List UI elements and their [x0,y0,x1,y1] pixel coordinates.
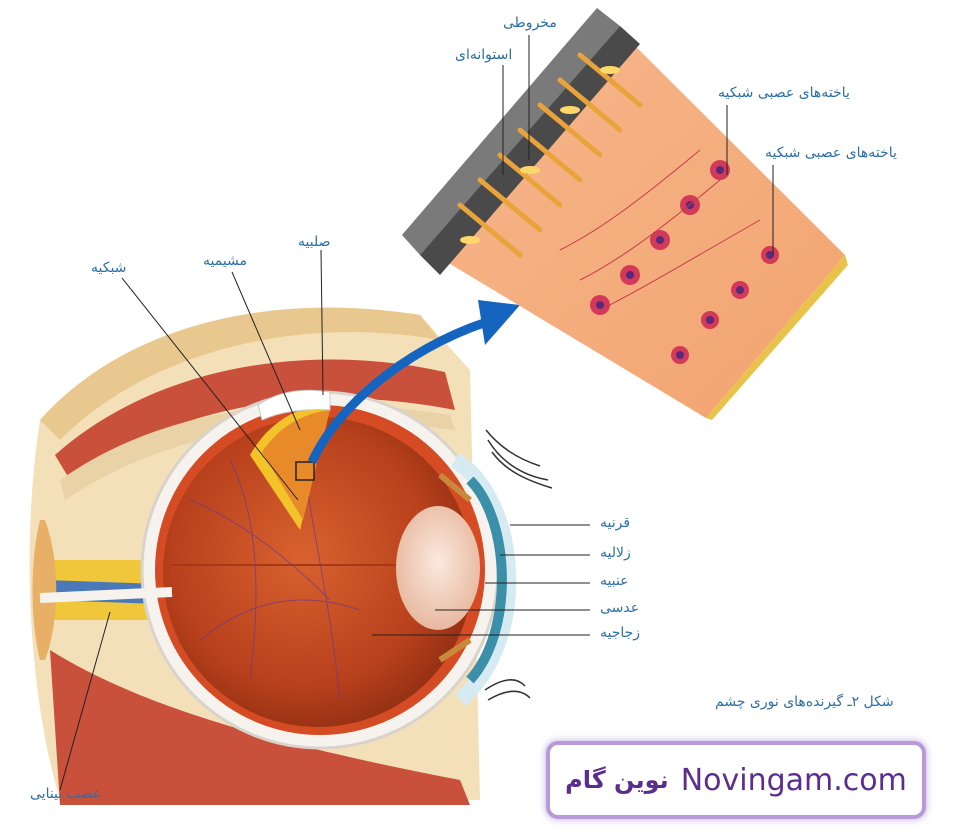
label-rod: استوانه‌ای [455,47,513,63]
label-iris: عنبیه [600,573,629,589]
label-cornea: قرنیه [600,515,631,531]
label-vitreous: زجاجیه [600,625,641,641]
label-sclera: صلبیه [298,234,331,250]
leader-lines [59,35,774,791]
label-lens: عدسی [600,600,640,616]
watermark-persian: نوین گام [565,766,669,794]
figure-caption: شکل ۲ـ گیرنده‌های نوری چشم [715,694,894,710]
label-optic-nerve: عصب بینایی [30,786,101,802]
label-choroid: مشیمیه [203,253,248,269]
zoom-arrow [307,300,520,464]
label-cone: مخروطی [503,15,557,31]
label-ganglion-2: یاخته‌های عصبی شبکیه [765,145,897,161]
eyeball [39,389,553,750]
label-retina: شبکیه [91,260,127,276]
label-aqueous: زلالیه [600,545,631,561]
watermark-box: نوین گام Novingam.com [546,741,926,819]
watermark-latin: Novingam.com [680,762,907,798]
retina-magnified [402,8,848,420]
label-ganglion-1: یاخته‌های عصبی شبکیه [718,85,850,101]
